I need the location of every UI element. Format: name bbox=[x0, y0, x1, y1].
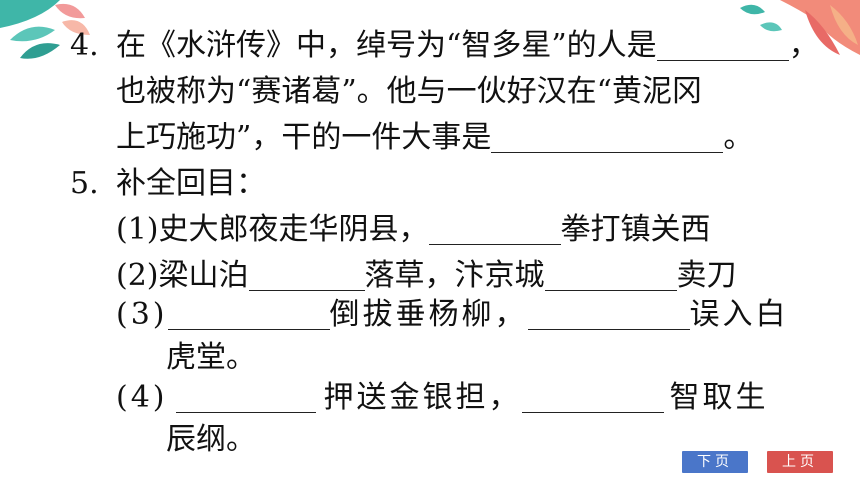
q5-item-3-post: 误入白 bbox=[689, 297, 789, 332]
q5-item-1-num: (1) bbox=[116, 212, 159, 247]
q4-blank-2[interactable] bbox=[491, 122, 724, 153]
q5-title: 补全回目： bbox=[116, 166, 266, 201]
q5-number: 5. bbox=[70, 166, 99, 201]
q4-line-1: 4. 在《水浒传》中，绰号为“智多星”的人是 ， bbox=[70, 26, 819, 66]
q5-item-1-post: 拳打镇关西 bbox=[560, 212, 711, 247]
flower-decoration-right-icon bbox=[740, 0, 860, 55]
q5-item-2-blank-2[interactable] bbox=[544, 260, 677, 291]
q5-item-4-num: (4) bbox=[116, 380, 168, 415]
q4-text-1: 在《水浒传》中，绰号为“智多星”的人是 bbox=[116, 28, 657, 63]
q5-item-2-post: 卖刀 bbox=[676, 258, 737, 293]
q5-item-4-mid: 押送金银担， bbox=[323, 380, 522, 415]
q5-item-4-blank-1[interactable] bbox=[175, 382, 316, 413]
q5-item-1-blank[interactable] bbox=[428, 214, 561, 245]
q5-item-3-num: (3) bbox=[116, 297, 168, 332]
leaf-decoration-left-icon bbox=[0, 0, 90, 59]
q5-item-2-mid: 落草，汴京城 bbox=[364, 258, 545, 293]
q5-title-line: 5. 补全回目： bbox=[70, 164, 266, 204]
q4-comma: ， bbox=[788, 28, 819, 63]
previous-page-button[interactable]: 上页 bbox=[767, 451, 833, 473]
q4-text-2: 也被称为“赛诸葛”。他与一伙好汉在“黄泥冈 bbox=[116, 74, 703, 109]
q5-item-4-blank-2[interactable] bbox=[521, 382, 664, 413]
q5-item-2-num: (2) bbox=[116, 258, 159, 293]
q4-line-3: 上巧施功”，干的一件大事是 。 bbox=[116, 118, 753, 158]
q5-item-3-blank-2[interactable] bbox=[527, 299, 690, 330]
q4-text-3: 上巧施功”，干的一件大事是 bbox=[116, 120, 492, 155]
q5-item-1: (1)史大郎夜走华阴县， 拳打镇关西 bbox=[116, 210, 711, 250]
q5-item-4-post: 智取生 bbox=[669, 380, 769, 415]
q5-item-1-pre: 史大郎夜走华阴县， bbox=[158, 212, 429, 247]
q5-item-4-cont: 辰纲。 bbox=[166, 422, 256, 457]
q5-item-2: (2)梁山泊 落草，汴京城 卖刀 bbox=[116, 256, 737, 296]
q5-item-3-cont: 虎堂。 bbox=[166, 340, 256, 375]
q5-item-3-mid: 倒拔垂杨柳， bbox=[329, 297, 528, 332]
q5-item-3-cont-line: 虎堂。 bbox=[166, 338, 256, 378]
q5-item-3: (3) 倒拔垂杨柳， 误入白 bbox=[116, 295, 789, 335]
q5-item-3-blank-1[interactable] bbox=[167, 299, 330, 330]
q5-item-2-pre: 梁山泊 bbox=[158, 258, 249, 293]
q4-line-2: 也被称为“赛诸葛”。他与一伙好汉在“黄泥冈 bbox=[116, 72, 702, 112]
q4-period: 。 bbox=[723, 120, 754, 155]
q5-item-2-blank-1[interactable] bbox=[248, 260, 365, 291]
q5-item-4-cont-line: 辰纲。 bbox=[166, 420, 256, 460]
next-page-button[interactable]: 下页 bbox=[682, 451, 748, 473]
q4-blank-1[interactable] bbox=[656, 30, 789, 61]
q5-item-4: (4) 押送金银担， 智取生 bbox=[116, 378, 769, 418]
q4-number: 4. bbox=[70, 28, 99, 63]
